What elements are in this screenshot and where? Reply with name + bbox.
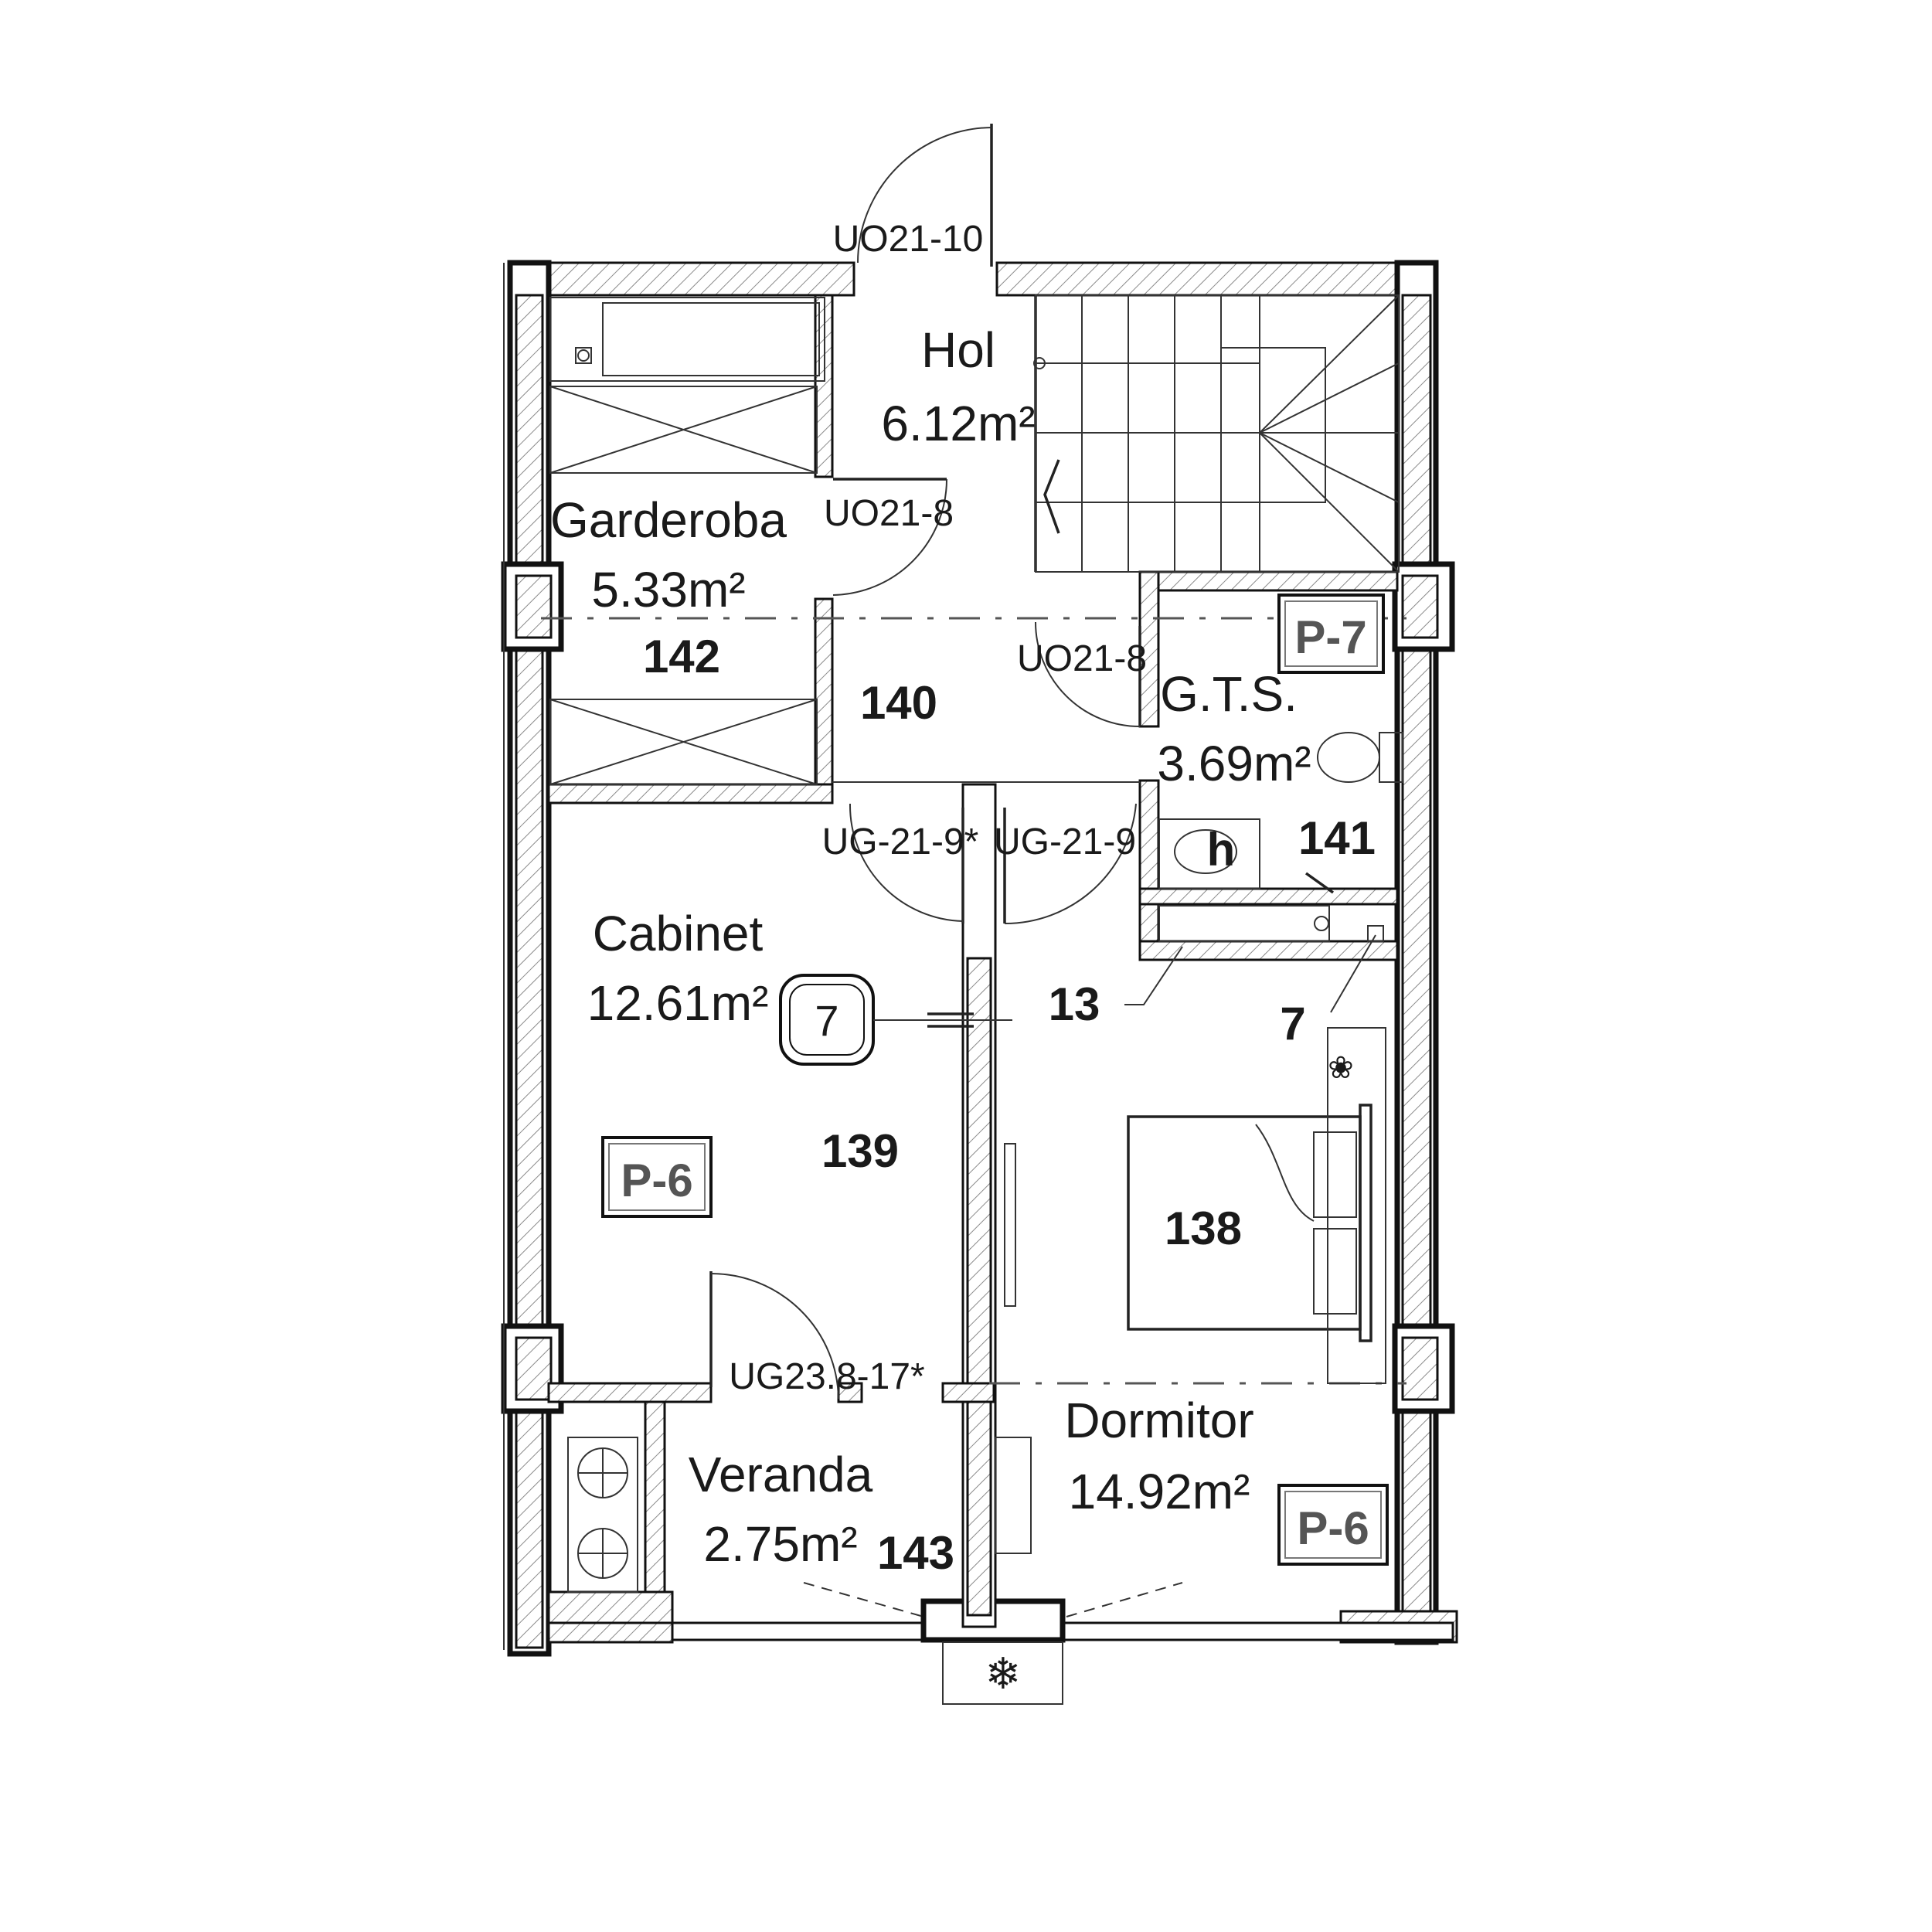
partition-leader — [1124, 946, 1183, 1005]
door-code-dormitor: UG-21-9 — [994, 821, 1136, 862]
room-name-garderoba: Garderoba — [550, 492, 787, 548]
finish-tag-box-dormitor — [1277, 1484, 1389, 1566]
door-code-entry: UO21-10 — [833, 219, 984, 260]
shaft-leader — [1330, 934, 1376, 1013]
flower-icon: ❀ — [1328, 1051, 1354, 1085]
finish-tag-cabinet: P-6 — [621, 1155, 692, 1206]
finish-tag-dormitor: P-6 — [1297, 1502, 1369, 1554]
room-area-cabinet: 12.61m² — [587, 975, 769, 1031]
ac-unit — [942, 1641, 1063, 1705]
room-number-gts: 141 — [1298, 812, 1376, 864]
partition-type-label: 7 — [815, 996, 838, 1045]
interior-walls — [547, 294, 1399, 1628]
door-code-veranda: UG23.8-17* — [729, 1356, 924, 1397]
finish-tag-box-cabinet — [601, 1136, 713, 1218]
double-bed — [995, 1027, 1386, 1554]
room-number-hall: 140 — [860, 677, 937, 729]
room-number-garderoba: 142 — [643, 631, 720, 682]
staircase — [1033, 294, 1400, 573]
partition-number: 13 — [1049, 978, 1100, 1030]
room-name-cabinet: Cabinet — [593, 906, 764, 961]
room-number-dormitor: 138 — [1165, 1202, 1242, 1254]
door-code-cabinet: UG-21-9* — [822, 821, 979, 862]
washer-dryer — [567, 1437, 638, 1593]
hood-mark: h — [1207, 824, 1236, 876]
room-area-hol: 6.12m² — [881, 396, 1035, 451]
shaft-number: 7 — [1280, 998, 1305, 1049]
wardrobe-units — [549, 297, 825, 785]
room-area-dormitor: 14.92m² — [1069, 1464, 1250, 1519]
room-area-garderoba: 5.33m² — [591, 562, 745, 617]
room-name-gts: G.T.S. — [1160, 666, 1298, 722]
room-name-veranda: Veranda — [689, 1447, 873, 1502]
snowflake-icon: ❄ — [985, 1649, 1022, 1698]
bathroom-fixtures — [1158, 732, 1403, 942]
room-number-veranda: 143 — [877, 1527, 954, 1579]
room-name-dormitor: Dormitor — [1064, 1393, 1253, 1448]
room-area-veranda: 2.75m² — [703, 1516, 857, 1572]
finish-tag-gts: P-7 — [1294, 611, 1366, 663]
doors — [709, 124, 1183, 1617]
door-code-gts: UO21-8 — [1017, 638, 1147, 679]
door-code-garderoba: UO21-8 — [824, 493, 954, 534]
room-area-gts: 3.69m² — [1157, 736, 1311, 791]
exterior-walls — [501, 260, 1458, 1657]
room-name-hol: Hol — [921, 322, 995, 378]
finish-tag-box-gts — [1277, 594, 1385, 674]
room-number-cabinet: 139 — [821, 1125, 899, 1177]
